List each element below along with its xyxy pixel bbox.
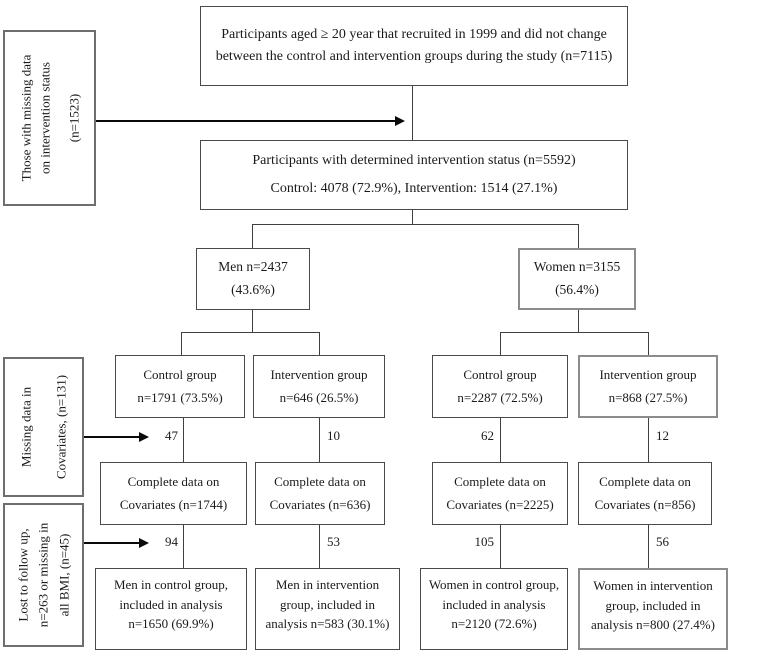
connector-line [648, 332, 649, 355]
side-note-line1: Missing data in [18, 386, 34, 468]
final-line1: Women in control group, [428, 577, 560, 592]
connector-line [319, 418, 320, 462]
connector-line [648, 418, 649, 462]
box-women-intervention-group: Intervention group n=868 (27.5%) [578, 355, 718, 418]
box-women-line1: Women n=3155 [533, 259, 621, 275]
complete-line2: Covariates (n=2225) [446, 497, 554, 513]
side-note-rotated-text: Missing data in Covariates, (n=131) [5, 360, 82, 494]
count-men-intervention-covariates: 10 [327, 428, 340, 443]
final-line3: analysis n=800 (27.4%) [591, 617, 715, 632]
box-enrollment: Participants aged ≥ 20 year that recruit… [200, 6, 628, 86]
connector-line [500, 332, 501, 355]
final-line3: n=2120 (72.6%) [451, 616, 537, 631]
connector-line [181, 332, 182, 355]
final-line3: analysis n=583 (30.1%) [265, 616, 390, 631]
connector-line [252, 224, 253, 248]
final-line3: n=1650 (69.9%) [128, 616, 214, 631]
box-women-control-group: Control group n=2287 (72.5%) [432, 355, 568, 418]
complete-line1: Complete data on [454, 473, 546, 489]
side-note-line2: n=263 or missing in [35, 522, 51, 628]
final-line1: Women in intervention [593, 578, 713, 593]
final-line2: group, included in [605, 597, 701, 613]
box-women-intervention-analysis: Women in intervention group, included in… [578, 568, 728, 650]
box-men-control-line2: n=1791 (73.5%) [137, 390, 223, 406]
connector-line [578, 310, 579, 332]
complete-line2: Covariates (n=856) [594, 497, 696, 513]
connector-line [319, 525, 320, 568]
box-women-intervention-line1: Intervention group [599, 367, 697, 383]
side-note-line1: Lost to follow up, [15, 528, 31, 622]
box-men-control-group: Control group n=1791 (73.5%) [115, 355, 245, 418]
count-women-control-covariates: 62 [481, 428, 494, 443]
side-note-line2: on intervention status [37, 62, 53, 174]
connector-line [183, 418, 184, 462]
box-women-line2: (56.4%) [555, 282, 599, 297]
box-enrollment-text: Participants aged ≥ 20 year that recruit… [215, 26, 613, 64]
side-note-missing-covariates: Missing data in Covariates, (n=131) [3, 357, 84, 497]
connector-line [252, 310, 253, 332]
arrow-right-icon [96, 116, 405, 126]
count-women-intervention-covariates: 12 [656, 428, 669, 443]
box-women-control-line2: n=2287 (72.5%) [457, 390, 543, 406]
count-men-control-covariates: 47 [165, 428, 178, 443]
box-determined-line1: Participants with determined interventio… [252, 153, 576, 168]
side-note-rotated-text: Lost to follow up, n=263 or missing in a… [5, 506, 82, 644]
arrow-right-icon [84, 432, 149, 442]
box-women-control-analysis: Women in control group, included in anal… [420, 568, 568, 650]
final-line2: group, included in [280, 596, 375, 612]
count-women-intervention-lost: 56 [656, 534, 669, 549]
box-women: Women n=3155 (56.4%) [518, 248, 636, 310]
box-men-intervention-analysis: Men in intervention group, included in a… [255, 568, 400, 650]
connector-line [578, 224, 579, 248]
box-men-intervention-group: Intervention group n=646 (26.5%) [253, 355, 385, 418]
complete-line1: Complete data on [274, 473, 366, 489]
side-note-line3: all BMI, (n=45) [55, 533, 71, 617]
connector-line [252, 224, 579, 225]
count-women-control-lost: 105 [474, 534, 495, 549]
complete-line1: Complete data on [599, 473, 691, 489]
box-women-intervention-line2: n=868 (27.5%) [608, 389, 688, 405]
complete-line2: Covariates (n=1744) [119, 497, 228, 513]
box-men: Men n=2437 (43.6%) [196, 248, 310, 310]
box-women-control-complete-data: Complete data on Covariates (n=2225) [432, 462, 568, 525]
connector-line [412, 86, 413, 140]
count-men-intervention-lost: 53 [327, 534, 340, 549]
connector-line [412, 210, 413, 225]
box-determined-line2: Control: 4078 (72.9%), Intervention: 151… [270, 181, 558, 196]
connector-line [500, 418, 501, 462]
connector-line [181, 332, 320, 333]
connector-line [648, 525, 649, 568]
box-men-intervention-line1: Intervention group [270, 366, 368, 382]
box-women-intervention-complete-data: Complete data on Covariates (n=856) [578, 462, 712, 525]
final-line2: included in analysis [119, 596, 223, 612]
box-women-control-line1: Control group [463, 366, 537, 382]
box-men-control-line1: Control group [143, 366, 217, 382]
side-note-line3: (n=1523) [65, 93, 81, 143]
box-men-intervention-line2: n=646 (26.5%) [279, 390, 359, 406]
box-men-line2: (43.6%) [231, 282, 275, 297]
connector-line [500, 525, 501, 568]
box-men-control-analysis: Men in control group, included in analys… [95, 568, 247, 650]
box-men-intervention-complete-data: Complete data on Covariates (n=636) [255, 462, 385, 525]
connector-line [500, 332, 648, 333]
side-note-rotated-text: Those with missing data on intervention … [5, 33, 94, 203]
connector-line [319, 332, 320, 355]
side-note-line1: Those with missing data [17, 54, 33, 182]
side-note-lost-followup: Lost to follow up, n=263 or missing in a… [3, 503, 84, 647]
connector-line [183, 525, 184, 568]
box-men-line1: Men n=2437 [218, 259, 288, 275]
complete-line2: Covariates (n=636) [269, 497, 371, 513]
final-line1: Men in control group, [113, 577, 229, 592]
complete-line1: Complete data on [127, 473, 220, 489]
box-men-control-complete-data: Complete data on Covariates (n=1744) [100, 462, 247, 525]
box-determined-status: Participants with determined interventio… [200, 140, 628, 210]
final-line2: included in analysis [442, 596, 546, 612]
count-men-control-lost: 94 [165, 534, 178, 549]
side-note-line2: Covariates, (n=131) [52, 374, 68, 480]
side-note-missing-intervention-status: Those with missing data on intervention … [3, 30, 96, 206]
arrow-right-icon [84, 538, 149, 548]
final-line1: Men in intervention [275, 577, 380, 592]
